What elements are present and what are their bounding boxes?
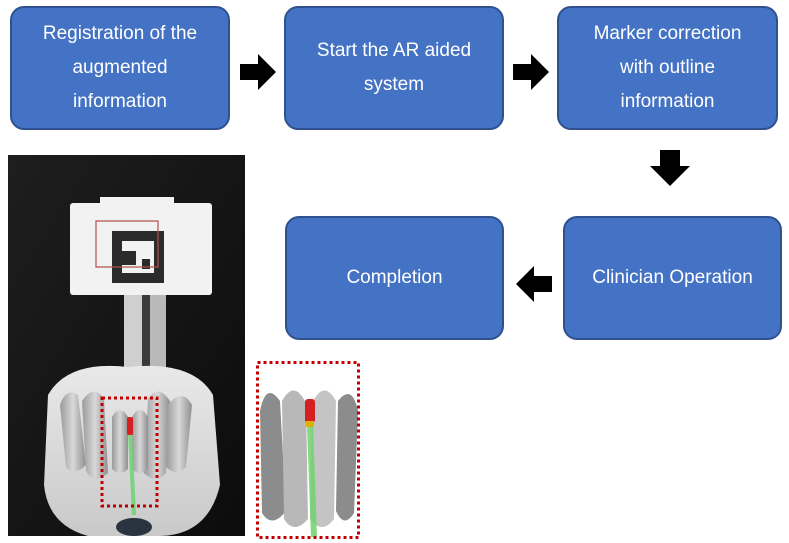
step-registration-box: Registration of the augmented informatio… <box>10 6 230 130</box>
left-arrow-icon <box>516 266 552 302</box>
step-marker-correction-label: Marker correction with outline informati… <box>593 23 742 112</box>
step-clinician-operation-label: Clinician Operation <box>592 267 753 288</box>
step-completion-label: Completion <box>346 267 443 288</box>
right-arrow-icon <box>240 54 276 90</box>
step-marker-correction-box: Marker correction with outline informati… <box>557 6 778 130</box>
step-registration-label: Registration of the augmented informatio… <box>42 23 198 112</box>
down-arrow-icon <box>650 150 690 186</box>
main-photo <box>8 155 245 536</box>
right-arrow-icon <box>513 54 549 90</box>
step-clinician-operation-box: Clinician Operation <box>563 216 782 340</box>
zoom-photo <box>256 361 360 539</box>
step-start-ar-box: Start the AR aided system <box>284 6 504 130</box>
step-completion-box: Completion <box>285 216 504 340</box>
step-start-ar-label: Start the AR aided system <box>316 40 472 95</box>
